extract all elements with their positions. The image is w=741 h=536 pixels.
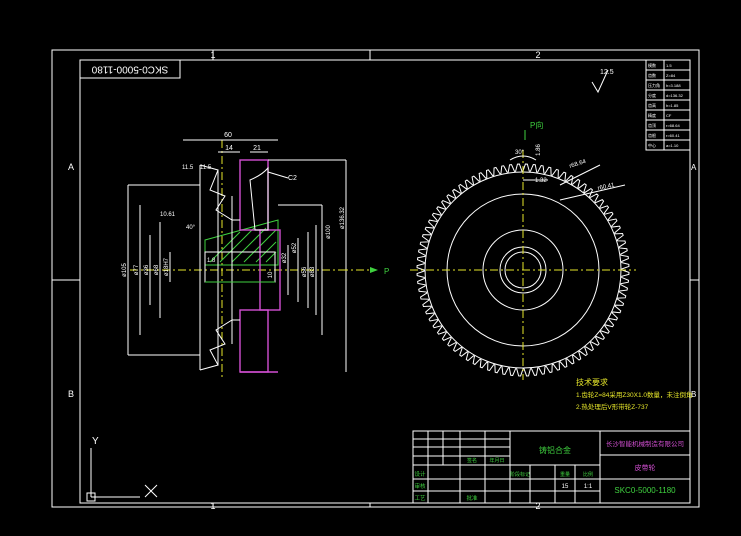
hub-hatch-region [204,219,279,266]
tb-sheet-a: 15 [562,484,569,490]
left-section-view [130,140,340,380]
drawing-number-box [79,59,181,79]
pulley-outline-lower [199,319,240,371]
gear-table-key: 齿数 [648,72,656,78]
dim-1-32: 1.32 [535,178,547,184]
gear-table-value: Z=84 [666,73,676,78]
dim-phi52: ø52 [292,242,298,253]
tb-designer: 设计 [414,470,426,478]
gear-hub-magenta [259,229,281,311]
gear-table-key: 压力角 [648,82,660,88]
pulley-outline-upper [199,164,240,221]
svg-text:12.5: 12.5 [600,69,614,76]
notes-title: 技术要求 [576,377,608,387]
roughness-symbol: 12.5 [591,69,614,94]
ucs-icon: Y [86,436,158,502]
gear-table-value: r=60.41 [666,133,680,138]
tb-weight: 重量 [560,471,570,478]
notes-line-2: 2.热处理后V形带轮Z-737 [576,402,649,411]
zone-label-bottom-1: 1 [210,501,215,511]
dim-r68-64: r68.64 [569,159,588,170]
gear-table-value: r=68.64 [666,123,680,128]
tb-date: 年月日 [489,457,504,464]
zone-label-left-a: A [68,162,74,172]
zone-label-left-b: B [68,389,74,399]
dim-14: 14 [225,145,233,152]
gear-table-key: 中心 [648,142,656,148]
dim-phi136: ø136.32 [340,206,346,229]
tb-company: 长沙智能机械制造有限公司 [606,439,684,448]
gear-table-key: 齿高 [648,102,656,108]
dim-phi18h7: ø18H7 [164,257,170,276]
gear-table-key: 精度 [648,112,656,118]
dim-1-86: 1.86 [536,144,542,156]
zone-label-top-1: 1 [210,50,215,60]
gear-table-value: CF [666,113,672,118]
tb-checker: 审核 [414,482,426,490]
right-view-dimensions: P向 30° 1.86 1.32 r68.64 r60.41 [509,120,626,201]
sheet-outer-border [51,49,700,508]
gear-teeth-outline [416,163,630,377]
tb-sheet-b: 1:1 [584,484,593,490]
gear-table-key: 分度 [648,92,656,98]
gear-table-value: a=1.10 [666,143,679,148]
view-label-p: P向 [530,120,543,130]
dim-phi100: ø100 [326,225,332,239]
left-view-dimensions: 60 14 21 11.5 11.5 C2 10.61 40° 1.8 ø105… [122,132,347,372]
gear-table-value: d=136.32 [666,93,684,98]
tb-sign: 签名 [467,457,477,464]
dim-phi105: ø105 [122,263,128,277]
dim-c2: C2 [288,175,297,182]
right-gear-view [410,150,636,380]
dim-60: 60 [224,132,232,139]
tb-approve: 批准 [466,494,478,502]
title-block: 铸铝合金 长沙智能机械制造有限公司 皮带轮 SKC0-5000-1180 设计 … [412,430,691,504]
ucs-y-label: Y [92,436,99,447]
tb-stage: 阶段标记 [510,471,530,478]
dim-phi77: ø77 [134,264,140,275]
tb-process: 工艺 [414,495,426,502]
dim-21: 21 [253,145,261,152]
dim-40deg: 40° [186,225,196,231]
tb-part-name: 皮带轮 [635,463,656,472]
gear-table-key: 模数 [648,62,656,68]
notes-line-1: 1.齿轮Z=84采用Z30X1.0数量，未注倒角 [576,390,693,399]
hatch-lines [209,227,277,263]
section-arrow-p: P [340,267,389,276]
dim-phi56: ø56 [302,266,308,277]
dim-11-5b: 11.5 [200,165,212,171]
dim-phi68: ø68 [154,264,160,275]
dim-10-61: 10.61 [160,212,176,218]
dim-phi36: ø36 [144,264,150,275]
gear-table-value: h=1.85 [666,103,679,108]
gear-table-key: 齿顶 [648,122,656,128]
gear-table-key: 齿根 [648,132,656,138]
gear-body-bottom [239,309,269,373]
ucs-x-mark [144,484,158,498]
gear-table-value: h=3.188 [666,83,681,88]
dim-30deg: 30° [515,150,525,156]
gear-table-value: 1.5 [666,63,672,68]
dim-phi32: ø32 [282,252,288,263]
zone-label-bottom-2: 2 [535,501,540,511]
dim-1-8: 1.8 [207,258,216,264]
drawing-number-rotated: SKC0-5000-1180 [91,63,168,74]
dim-r60-41: r60.41 [597,182,616,192]
tb-material: 铸铝合金 [539,445,571,455]
tooth-profile [249,166,269,231]
zone-label-top-2: 2 [535,50,540,60]
tb-scale: 比例 [583,471,593,478]
dim-11-5a: 11.5 [182,165,194,171]
dim-phi83: ø83 [310,266,316,277]
dim-10: 10 [268,271,274,278]
technical-notes: 技术要求 1.齿轮Z=84采用Z30X1.0数量，未注倒角 2.热处理后V形带轮… [576,377,693,411]
zone-label-right-a: A [691,163,697,172]
sheet-inner-frame [79,59,691,504]
svg-text:P: P [384,267,389,276]
tb-drawing-no: SKC0-5000-1180 [614,486,676,495]
gear-parameter-table: 模数 1.5 齿数 Z=84 压力角 h=3.188 分度 d=136.32 齿高 h=1.85 精… [645,59,691,151]
zone-label-right-b: B [691,390,696,399]
